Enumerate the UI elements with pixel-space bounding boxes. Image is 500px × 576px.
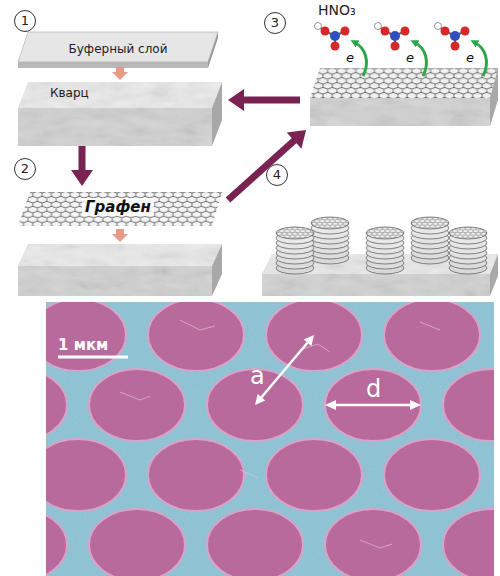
process-step-panel: 4 [262,160,498,298]
placement-arrow [112,67,128,80]
callout-number: 1 [14,10,36,32]
hno3-molecule [435,23,470,51]
graphene-disc-stack [411,217,449,264]
process-step-panel: 2Графен [8,186,228,298]
layer-label: Кварц [50,86,89,101]
process-flow-arrow [71,146,93,186]
arrow-head [228,89,244,111]
graphene-disc [46,302,494,576]
electron-transfer-arrow [354,42,486,76]
dimension-label: d [366,375,381,403]
hno3-molecule [315,23,350,51]
graphene-disc-stack [311,217,349,264]
layer-label: Графен [82,198,154,216]
graphene-disc-stack [449,227,487,274]
hno3-molecule [375,23,410,51]
dimension-label: a [250,362,265,390]
electron-label: e [466,50,474,65]
arrow-head [71,170,93,186]
process-step-panel: 1Буферный слойКварц [8,4,228,146]
layer-label: Буферный слой [18,42,218,57]
process-step-panel: 3HNO₃eee [300,4,498,130]
buffer-layer-plate [18,32,218,68]
process-flow-arrow [228,89,300,111]
arrow-shaft [228,140,295,200]
electron-label: e [346,50,354,65]
quartz-block [18,244,222,296]
callout-number: 3 [264,12,286,34]
graphene-disc-stack [276,227,314,274]
chemical-formula: HNO₃ [318,2,356,19]
callout-number: 2 [14,158,36,180]
scale-bar [58,356,128,359]
electron-label: e [406,50,414,65]
doped-graphene-block [310,68,498,126]
graphene-sheet [18,192,222,226]
callout-number: 4 [266,164,288,186]
graphene-disc-stack [366,227,404,274]
process-flow-arrow [228,130,306,200]
arrow-shaft [243,97,300,104]
quartz-block [18,82,222,146]
surface-crack [120,320,440,548]
scale-label: 1 мкм [58,336,108,354]
sem-micrograph [46,302,494,576]
placement-arrow [112,229,128,242]
arrow-shaft [79,146,86,171]
arrow-head [287,130,306,149]
